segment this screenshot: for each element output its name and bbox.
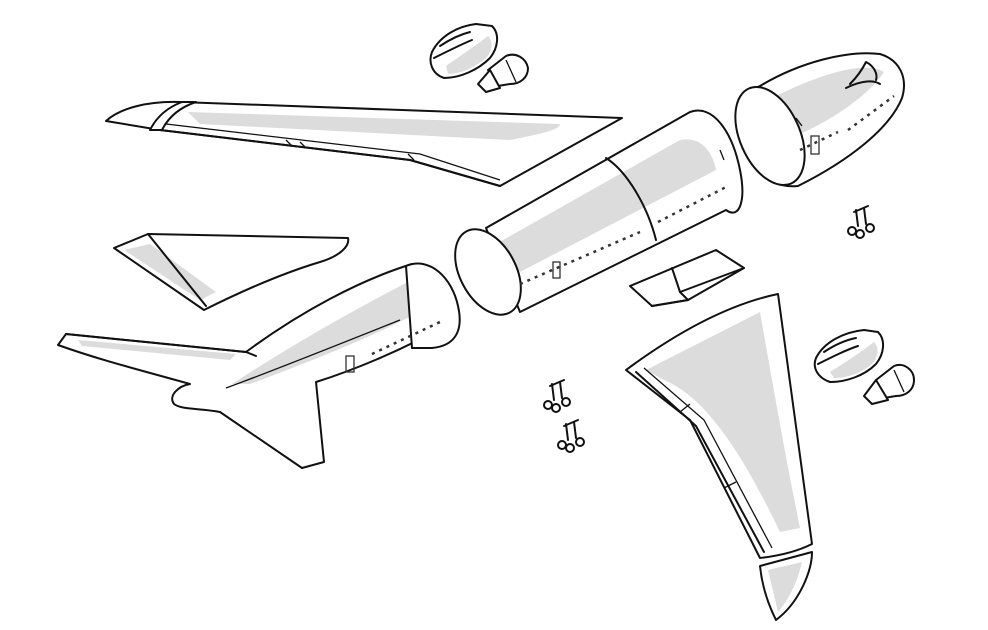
engine-nozzle-right <box>863 364 915 405</box>
engine-nozzle-top <box>477 53 529 93</box>
nose-section <box>734 52 905 188</box>
landing-gear-main-1 <box>543 379 571 413</box>
landing-gear-nose <box>847 205 875 239</box>
center-fuselage <box>454 109 744 316</box>
wing-box <box>629 249 745 307</box>
horizontal-stabilizer <box>113 233 350 311</box>
port-wing <box>105 100 623 187</box>
landing-gear-main-2 <box>557 419 585 453</box>
starboard-wing <box>625 293 813 559</box>
tail-section <box>57 262 461 469</box>
engine-cowl-right <box>813 329 884 383</box>
engine-cowl-top <box>429 23 498 79</box>
wingtip <box>759 551 813 621</box>
